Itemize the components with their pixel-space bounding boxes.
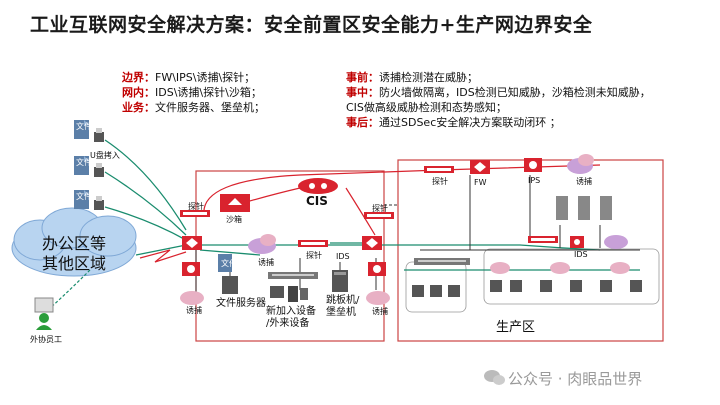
fw-icon [470, 160, 490, 174]
ips-icon [524, 158, 542, 172]
office-cloud-label: 办公区等 其他区域 [41, 234, 106, 273]
servers-icon [556, 196, 612, 220]
staff-icon [34, 297, 54, 330]
usb-label: U盘拷入 [90, 151, 120, 160]
honeypot-right-icon [604, 235, 628, 249]
jump-server-icon [332, 270, 348, 292]
ids-right-icon [570, 236, 584, 248]
legend-item-after: 事后：通过SDSec安全解决方案联动闭环 ； [346, 116, 561, 129]
legend-item-during: 事中：防火墙做隔离，IDS检测已知威胁，沙箱检测未知威胁， [346, 86, 651, 99]
legend-capabilities: 边界：FW\IPS\诱捕\探针； 网内：IDS\诱捕\探针\沙箱； 业务：文件服… [122, 70, 265, 115]
honeypot-mid-label: 诱捕 [258, 258, 274, 267]
ips-label: IPS [528, 176, 541, 185]
legend-phases: 事前：诱捕检测潜在威胁； 事中：防火墙做隔离，IDS检测已知威胁，沙箱检测未知威… [346, 70, 651, 130]
new-device-label: 新加入设备 /外来设备 [266, 306, 316, 329]
production-subnet-box [483, 248, 660, 305]
honeypot-mid-icon [248, 234, 276, 254]
sandbox-label: 沙箱 [226, 215, 242, 224]
file2-label: 文件 [76, 158, 92, 167]
jump-server-label: 跳板机/ 堡垒机 [326, 295, 360, 318]
file-server-icon [218, 254, 238, 294]
probe-left-icon [180, 210, 210, 217]
file3-label: 文件 [76, 192, 92, 201]
legend-item-during-cont: CIS做高级威胁检测和态势感知； [346, 101, 507, 114]
ids-right-probe-icon [528, 236, 558, 243]
ids-center-label: IDS [336, 252, 350, 261]
file-icon-3 [74, 190, 89, 209]
office-cloud [11, 207, 137, 277]
production-hosts-right-icon [490, 280, 642, 292]
sandbox-icon [220, 194, 250, 212]
usb-icon-1 [94, 128, 104, 142]
production-zone-label: 生产区 [496, 320, 536, 335]
switch-icon [268, 272, 318, 279]
production-honeypots-icon [490, 262, 630, 274]
probe-mid-right-label: 探针 [372, 204, 388, 213]
probe-top-icon [424, 166, 454, 173]
usb-icon-2 [94, 163, 104, 177]
file-server-doc-label: 文件 [221, 259, 237, 268]
file-icon-1 [74, 120, 89, 139]
ids-right-label: IDS [574, 250, 588, 259]
firewall-mid-icon [362, 236, 382, 250]
honeypot-top-icon [567, 154, 594, 174]
probe-center-label: 探针 [306, 251, 322, 260]
watermark: 公众号 · 肉眼品世界 [508, 370, 643, 388]
honeypot-left-icon [180, 262, 204, 305]
honeypot-left-label: 诱捕 [186, 306, 202, 315]
green-links [104, 139, 640, 271]
wechat-icon [484, 370, 505, 385]
legend-item-boundary: 边界：FW\IPS\诱捕\探针； [122, 71, 256, 84]
production-hosts-icon [412, 285, 460, 297]
honeypot-bottom-icon [366, 262, 390, 305]
usb-icon-3 [94, 196, 104, 210]
honeypot-top-label: 诱捕 [576, 177, 592, 186]
file-icon-2 [74, 156, 89, 175]
page-title: 工业互联网安全解决方案：安全前置区安全能力+生产网边界安全 [30, 14, 593, 36]
probe-left-label: 探针 [188, 202, 204, 211]
cis-icon [298, 178, 338, 194]
file-server-label: 文件服务器 [216, 298, 266, 309]
cis-label: CIS [306, 194, 328, 208]
production-switch-icon [414, 258, 470, 265]
legend-item-business: 业务：文件服务器、堡垒机； [122, 101, 265, 114]
probe-top-label: 探针 [432, 177, 448, 186]
probe-mid-right-icon [364, 212, 394, 219]
external-staff-label: 外协员工 [30, 335, 62, 344]
legend-item-before: 事前：诱捕检测潜在威胁； [346, 71, 478, 84]
new-device-icon [270, 286, 308, 302]
probe-center-icon [298, 240, 328, 247]
black-links [195, 175, 640, 300]
firewall-left-icon [182, 236, 202, 250]
fw-label: FW [474, 178, 487, 187]
file1-label: 文件 [76, 122, 92, 131]
honeypot-bottom-label: 诱捕 [372, 307, 388, 316]
legend-item-internal: 网内：IDS\诱捕\探针\沙箱； [122, 86, 262, 99]
